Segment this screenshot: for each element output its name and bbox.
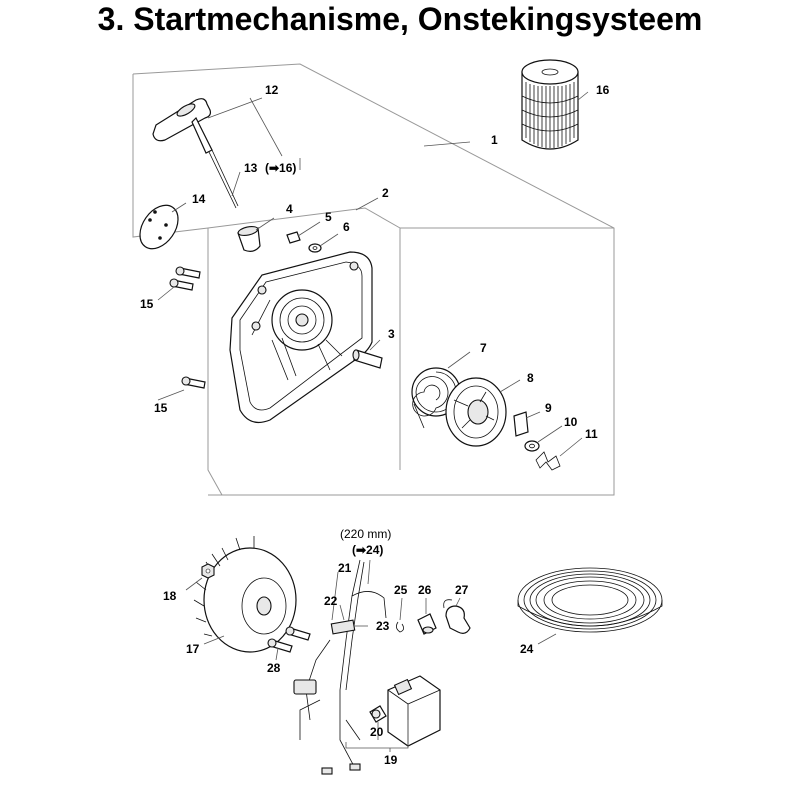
- label-part-27: 27: [455, 583, 469, 597]
- ignition-lead: [293, 559, 387, 775]
- label-wire-length: (220 mm): [340, 527, 391, 541]
- starter-handle: [152, 98, 239, 209]
- starter-rope-spool: [521, 59, 579, 150]
- label-part-10: 10: [564, 415, 578, 429]
- label-part-2: 2: [382, 186, 389, 200]
- label-part-28: 28: [267, 661, 281, 675]
- ignition-screws: [267, 626, 311, 653]
- rope-guide-bushing: [237, 226, 261, 252]
- coiled-wire: [517, 567, 663, 633]
- leader-lines: [157, 91, 589, 752]
- flywheel-nut: [201, 563, 215, 579]
- fan-housing: [229, 251, 373, 423]
- flywheel: [193, 536, 297, 653]
- label-part-5: 5: [325, 210, 332, 224]
- label-part-9: 9: [545, 401, 552, 415]
- housing-screws: [169, 266, 206, 389]
- spark-plug-connector: [396, 599, 471, 635]
- label-part-16: 16: [596, 83, 610, 97]
- label-part-23: 23: [376, 619, 390, 633]
- assembly-frame-2: [207, 207, 614, 496]
- label-part-25: 25: [394, 583, 408, 597]
- label-part-21: 21: [338, 561, 352, 575]
- label-reference-24: (➡24): [352, 543, 383, 557]
- rope-pulley: [445, 377, 507, 447]
- label-part-13: 13: [244, 161, 258, 175]
- gasket: [139, 204, 179, 250]
- pawl-washer-clip: [513, 411, 561, 471]
- ignition-coil: [369, 675, 441, 747]
- label-part-22: 22: [324, 594, 338, 608]
- label-part-6: 6: [343, 220, 350, 234]
- label-part-11: 11: [585, 427, 598, 441]
- label-part-12: 12: [265, 83, 279, 97]
- starter-pin: [352, 349, 383, 369]
- label-part-17: 17: [186, 642, 200, 656]
- label-part-8: 8: [527, 371, 534, 385]
- label-part-3: 3: [388, 327, 395, 341]
- label-part-4: 4: [286, 202, 293, 216]
- label-part-7: 7: [480, 341, 487, 355]
- label-part-15a: 15: [140, 297, 154, 311]
- page-title: 3. Startmechanisme, Onstekingsysteem: [97, 1, 703, 37]
- screw-and-washer: [286, 231, 322, 253]
- label-part-1: 1: [491, 133, 498, 147]
- label-part-14: 14: [192, 192, 206, 206]
- label-part-24: 24: [520, 642, 534, 656]
- label-part-15b: 15: [154, 401, 168, 415]
- label-part-19: 19: [384, 753, 398, 767]
- label-part-13-reference: (➡16): [265, 161, 296, 175]
- label-part-20: 20: [370, 725, 384, 739]
- label-part-18: 18: [163, 589, 177, 603]
- part-labels: 1 2 3 4 5 6 7 8 9 10 11 12 13 (➡16) 14 1…: [140, 83, 610, 767]
- label-part-26: 26: [418, 583, 432, 597]
